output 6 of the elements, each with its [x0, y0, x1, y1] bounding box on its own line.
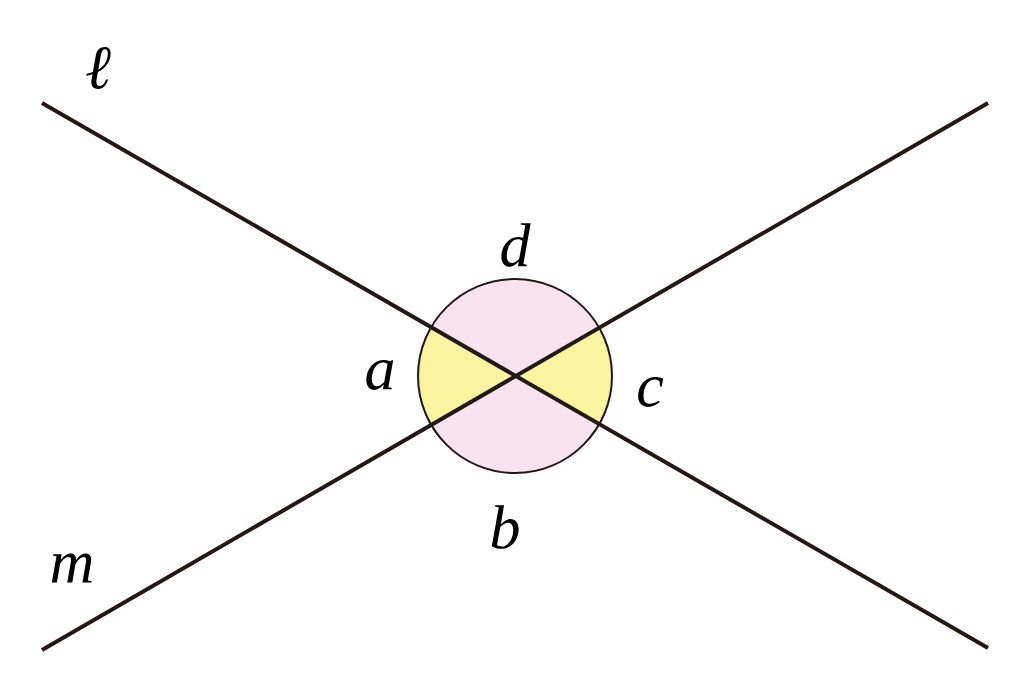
variable-label: m	[51, 553, 92, 583]
variable-label: b	[491, 505, 519, 549]
variable-label: ℓ	[86, 47, 111, 89]
variable-label: a	[366, 360, 394, 390]
variable-label: c	[638, 377, 664, 407]
variable-label: d	[501, 223, 531, 267]
